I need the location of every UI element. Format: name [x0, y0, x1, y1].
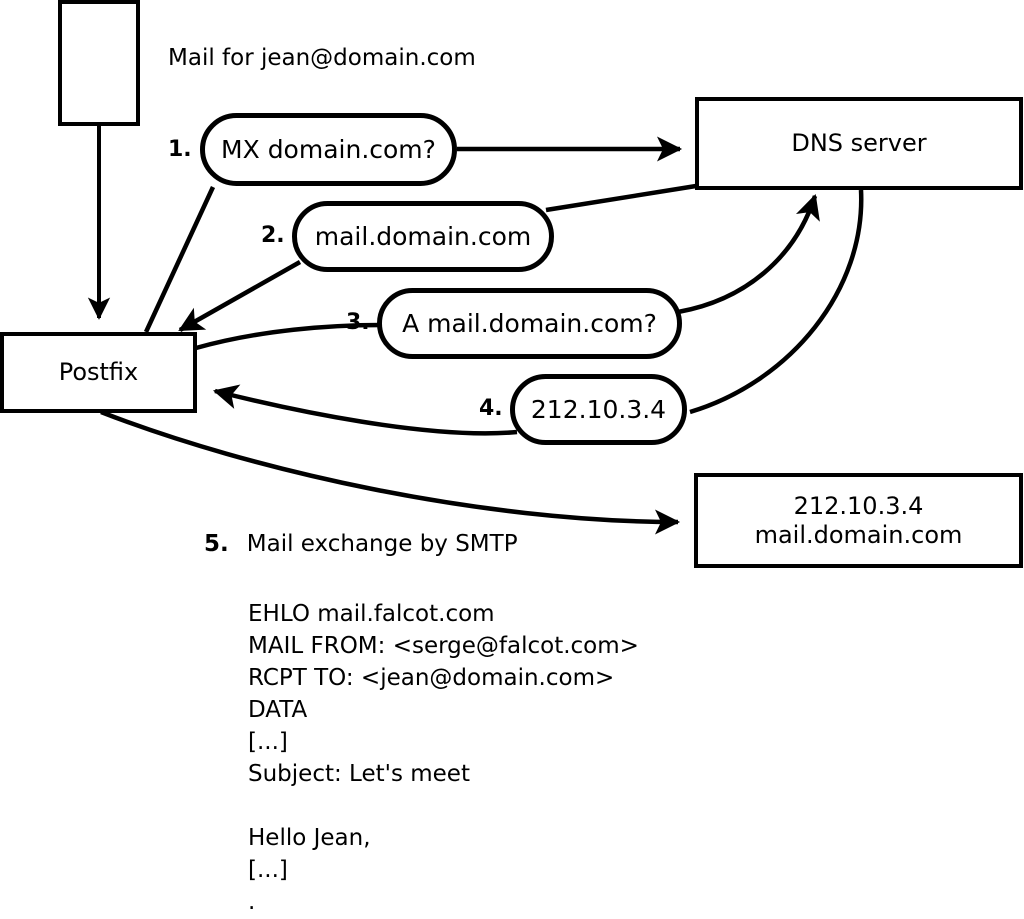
target-mail-server-node: 212.10.3.4 mail.domain.com — [694, 473, 1023, 568]
sender-client-box — [58, 0, 140, 126]
step-1-number: 1. — [168, 137, 192, 162]
step-3-number: 3. — [346, 310, 370, 335]
step-2-number: 2. — [261, 223, 285, 248]
step-1-pill-mx-query: MX domain.com? — [200, 113, 457, 186]
arrow-postfix-to-target — [100, 409, 681, 535]
step-5-number: 5. — [204, 531, 229, 557]
step-2-pill-mx-answer: mail.domain.com — [292, 201, 554, 272]
step-3-pill-a-query: A mail.domain.com? — [377, 288, 682, 359]
smtp-transcript: EHLO mail.falcot.com MAIL FROM: <serge@f… — [248, 601, 639, 915]
dns-server-node: DNS server — [695, 97, 1023, 190]
step-5-label: Mail exchange by SMTP — [246, 531, 518, 557]
step-4-number: 4. — [479, 396, 503, 421]
arrow-step4-to-postfix — [212, 384, 518, 436]
postfix-node: Postfix — [0, 332, 197, 413]
mail-for-label: Mail for jean@domain.com — [168, 45, 476, 71]
arrow-step2-to-postfix — [178, 260, 302, 332]
arrow-dns-to-step4 — [689, 189, 864, 415]
arrow-step3-to-dns — [677, 194, 820, 315]
arrow-postfix-to-step1 — [143, 186, 216, 333]
step-5-row: 5. Mail exchange by SMTP — [204, 531, 518, 557]
arrow-dns-to-step2 — [545, 183, 697, 213]
arrow-postfix-to-step3 — [195, 322, 383, 351]
step-4-pill-a-answer: 212.10.3.4 — [510, 374, 687, 445]
